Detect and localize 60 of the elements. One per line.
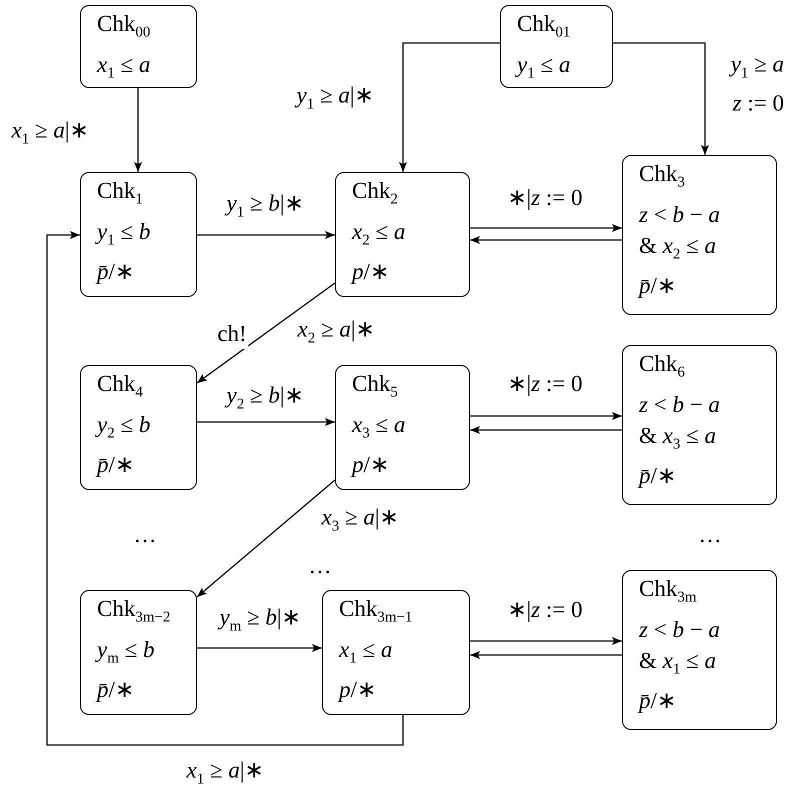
state-box — [322, 590, 470, 715]
state-box — [80, 172, 197, 297]
state-condition: z < b − a — [639, 616, 720, 644]
state-condition: & x$_{2}$ ≤ a — [639, 232, 716, 264]
arrow — [399, 42, 500, 172]
state-condition: p̄/∗ — [97, 451, 134, 480]
arrow — [196, 282, 336, 384]
state-condition: p̄/∗ — [97, 258, 134, 286]
state-box — [500, 5, 613, 88]
state-condition: y$_{m}$ ≤ b — [97, 636, 154, 668]
state-condition: p/∗ — [352, 258, 389, 286]
state-box — [335, 365, 470, 490]
state-condition: p̄/∗ — [639, 272, 676, 300]
state-box — [80, 5, 197, 88]
state-condition: y$_{1}$ ≤ b — [97, 218, 150, 250]
state-condition: x$_{2}$ ≤ a — [352, 218, 406, 250]
state-condition: & x$_{1}$ ≤ a — [639, 646, 716, 680]
state-condition: p̄/∗ — [639, 687, 676, 716]
state-condition: y$_{1}$ ≤ a — [517, 50, 570, 84]
state-condition: p/∗ — [352, 451, 389, 480]
state-name: Chk$_{5}$ — [352, 370, 398, 403]
state-condition: z < b − a — [639, 390, 720, 419]
arrow — [197, 231, 335, 239]
state-name: Chk$_{6}$ — [639, 350, 685, 383]
arrow — [470, 426, 622, 434]
state-name: Chk$_{3}$ — [639, 160, 685, 193]
arrow — [470, 412, 622, 420]
state-box — [80, 365, 197, 490]
arrow — [197, 644, 322, 652]
state-name: Chk$_{01}$ — [517, 10, 570, 43]
state-condition: x$_{1}$ ≤ a — [97, 50, 150, 84]
state-condition: x$_{1}$ ≤ a — [339, 636, 392, 668]
state-condition: y$_{2}$ ≤ b — [97, 410, 150, 444]
state-name: Chk$_{1}$ — [97, 177, 143, 210]
state-condition: z < b − a — [639, 200, 720, 229]
arrow — [470, 637, 622, 645]
state-box — [335, 172, 470, 297]
state-condition: p̄/∗ — [97, 676, 134, 704]
state-name: Chk$_{4}$ — [97, 370, 143, 403]
arrow — [470, 236, 622, 244]
state-box — [622, 345, 777, 505]
state-name: Chk$_{3m}$ — [639, 575, 696, 608]
state-box — [80, 590, 197, 715]
state-box — [622, 155, 777, 315]
arrow — [196, 480, 336, 598]
state-condition: & x$_{3}$ ≤ a — [639, 422, 716, 454]
arrow — [197, 418, 335, 426]
arrow — [470, 224, 622, 232]
state-name: Chk$_{2}$ — [352, 177, 398, 210]
arrow — [134, 88, 142, 172]
arrow — [46, 231, 404, 746]
state-name: Chk$_{00}$ — [97, 10, 150, 43]
state-condition: p̄/∗ — [639, 462, 676, 490]
arrow — [613, 42, 709, 155]
state-name: Chk$_{3m−2}$ — [97, 595, 170, 628]
arrow — [470, 651, 622, 659]
state-box — [622, 570, 777, 730]
state-condition: p/∗ — [339, 676, 376, 704]
state-condition: x$_{3}$ ≤ a — [352, 410, 406, 444]
state-name: Chk$_{3m−1}$ — [339, 595, 412, 628]
